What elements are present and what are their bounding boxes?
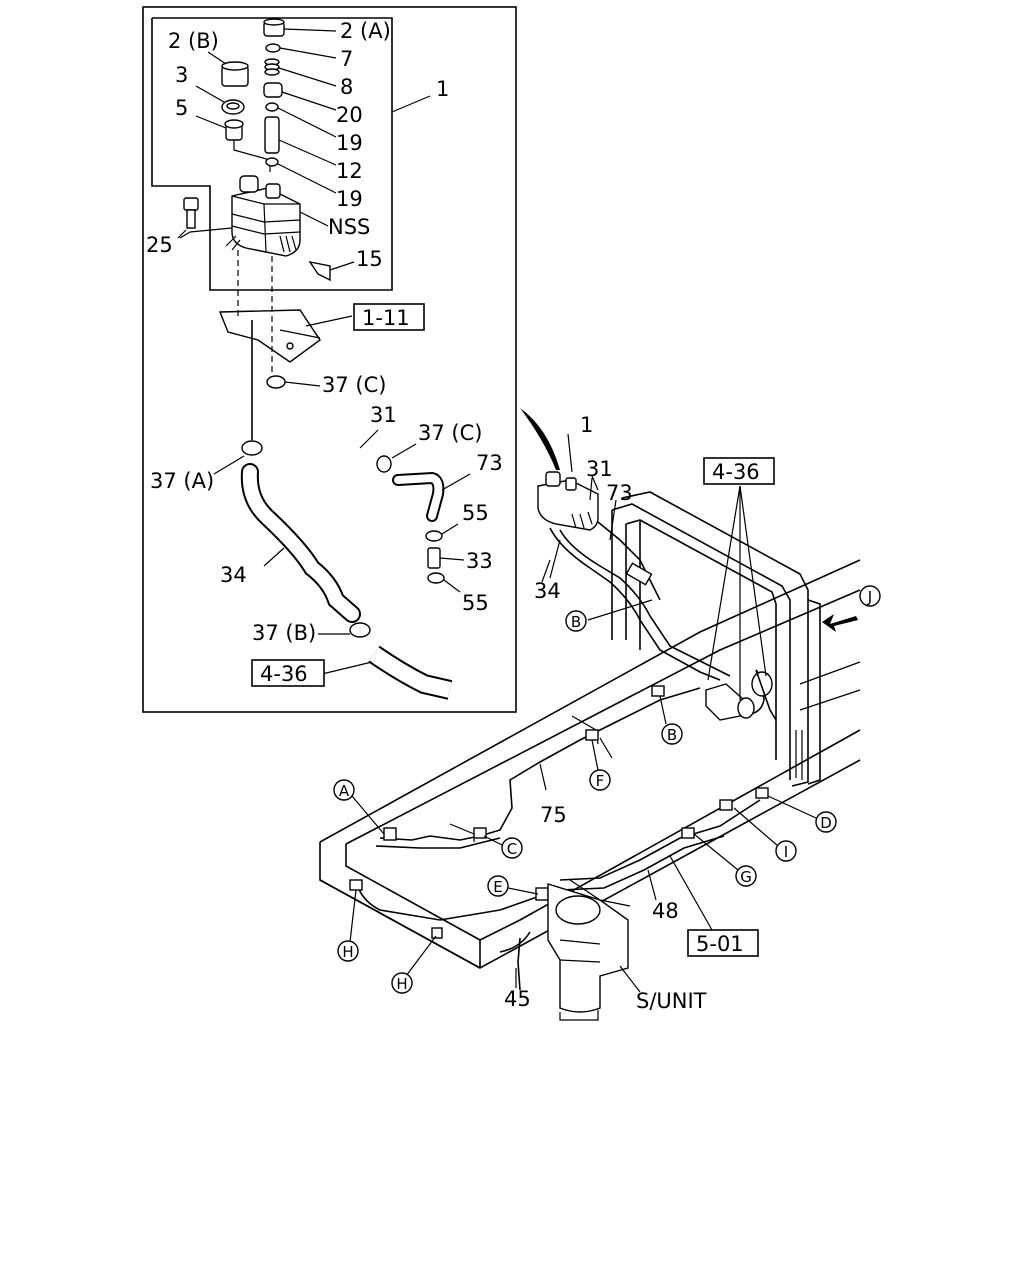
main-label-48: 48 bbox=[652, 899, 679, 923]
svg-text:J: J bbox=[867, 588, 872, 606]
pipe-12-part bbox=[264, 116, 337, 166]
marker-j: J bbox=[859, 585, 881, 607]
main-label-s-unit: S/UNIT bbox=[636, 989, 707, 1013]
label-37c-lower: 37 (C) bbox=[418, 421, 482, 445]
label-31: 31 bbox=[370, 403, 397, 427]
marker-h-right: H bbox=[391, 972, 413, 994]
view-arrow-j bbox=[822, 614, 858, 632]
steering-unit bbox=[547, 879, 641, 1021]
svg-text:E: E bbox=[493, 878, 502, 896]
pipe-33-part bbox=[427, 547, 465, 569]
cap-2a-part bbox=[263, 18, 337, 37]
main-label-31: 31 bbox=[586, 457, 613, 481]
label-20: 20 bbox=[336, 103, 363, 127]
label-73: 73 bbox=[476, 451, 503, 475]
spring-8-part bbox=[264, 58, 337, 87]
main-label-1: 1 bbox=[580, 413, 593, 437]
svg-text:G: G bbox=[740, 868, 752, 886]
label-15: 15 bbox=[356, 247, 383, 271]
svg-text:B: B bbox=[667, 726, 677, 744]
marker-i: I bbox=[775, 840, 797, 862]
clamp-55-upper-part bbox=[425, 523, 459, 542]
marker-h-left: H bbox=[337, 940, 359, 962]
ref-1-11-text: 1-11 bbox=[362, 306, 410, 330]
clamp-37c-lower-part bbox=[376, 443, 417, 473]
main-reservoir-tank bbox=[537, 471, 599, 531]
oring-19-upper-part bbox=[265, 102, 337, 138]
ref-box-4-36-detail bbox=[251, 659, 325, 687]
label-1: 1 bbox=[436, 77, 449, 101]
label-2b: 2 (B) bbox=[168, 29, 219, 53]
label-2a: 2 (A) bbox=[340, 19, 391, 43]
label-19-lower: 19 bbox=[336, 187, 363, 211]
label-37a: 37 (A) bbox=[150, 469, 214, 493]
assembly-1-outline bbox=[151, 17, 393, 291]
marker-b-upper: B bbox=[565, 610, 587, 632]
main-label-34: 34 bbox=[534, 579, 561, 603]
svg-text:H: H bbox=[342, 943, 353, 961]
bolt-25-part bbox=[177, 197, 233, 239]
clamp-37c-upper-part bbox=[266, 375, 321, 389]
label-33: 33 bbox=[466, 549, 493, 573]
label-12: 12 bbox=[336, 159, 363, 183]
detail-panel: 2 (A) 2 (B) 7 3 8 5 20 1 19 12 19 NSS 25… bbox=[142, 6, 517, 713]
ref-4-36-main-text: 4-36 bbox=[712, 460, 760, 484]
main-label-73: 73 bbox=[606, 481, 633, 505]
label-55-lower: 55 bbox=[462, 591, 489, 615]
label-5: 5 bbox=[175, 96, 188, 120]
chassis-view: 1 31 73 34 75 48 45 S/UNIT 4-36 5-01 J B… bbox=[319, 408, 881, 1021]
marker-f: F bbox=[589, 769, 611, 791]
label-nss: NSS bbox=[328, 215, 370, 239]
marker-d: D bbox=[815, 811, 837, 833]
reservoir-tank-part bbox=[225, 175, 329, 257]
marker-c: C bbox=[501, 837, 523, 859]
ref-box-1-11 bbox=[353, 303, 425, 331]
ref-5-01-text: 5-01 bbox=[696, 932, 744, 956]
callout-pointer bbox=[520, 408, 560, 470]
cap-2b-part bbox=[207, 51, 249, 87]
svg-text:F: F bbox=[596, 772, 605, 790]
label-55-upper: 55 bbox=[462, 501, 489, 525]
svg-text:D: D bbox=[820, 814, 832, 832]
marker-g: G bbox=[735, 865, 757, 887]
bracket-15-part bbox=[308, 260, 355, 282]
svg-text:H: H bbox=[396, 975, 407, 993]
clamp-55-lower-part bbox=[427, 572, 461, 593]
svg-text:B: B bbox=[571, 613, 581, 631]
mounting-plate-part bbox=[218, 309, 353, 363]
clamp-37a-part bbox=[213, 440, 263, 475]
clip-markers bbox=[349, 685, 769, 939]
label-19-upper: 19 bbox=[336, 131, 363, 155]
clamp-37b-part bbox=[318, 622, 371, 638]
filter-20-part bbox=[263, 82, 337, 111]
main-label-45: 45 bbox=[504, 987, 531, 1011]
ref-4-36-detail-text: 4-36 bbox=[260, 662, 308, 686]
label-8: 8 bbox=[340, 75, 353, 99]
label-3: 3 bbox=[175, 63, 188, 87]
ring-3-part bbox=[195, 85, 245, 115]
seal-7-part bbox=[265, 43, 337, 59]
marker-a: A bbox=[333, 779, 355, 801]
ref-box-4-36-main bbox=[703, 457, 775, 485]
oring-19-lower-part bbox=[265, 157, 337, 194]
main-label-75: 75 bbox=[540, 803, 567, 827]
marker-b-lower: B bbox=[661, 723, 683, 745]
svg-text:I: I bbox=[784, 843, 788, 861]
label-34: 34 bbox=[220, 563, 247, 587]
label-7: 7 bbox=[340, 47, 353, 71]
svg-text:A: A bbox=[339, 782, 350, 800]
label-37c-upper: 37 (C) bbox=[322, 373, 386, 397]
ref-box-5-01 bbox=[687, 929, 759, 957]
marker-e: E bbox=[487, 875, 509, 897]
cab-frame-outer bbox=[621, 491, 809, 787]
label-37b: 37 (B) bbox=[252, 621, 316, 645]
svg-text:C: C bbox=[507, 840, 517, 858]
label-25: 25 bbox=[146, 233, 173, 257]
